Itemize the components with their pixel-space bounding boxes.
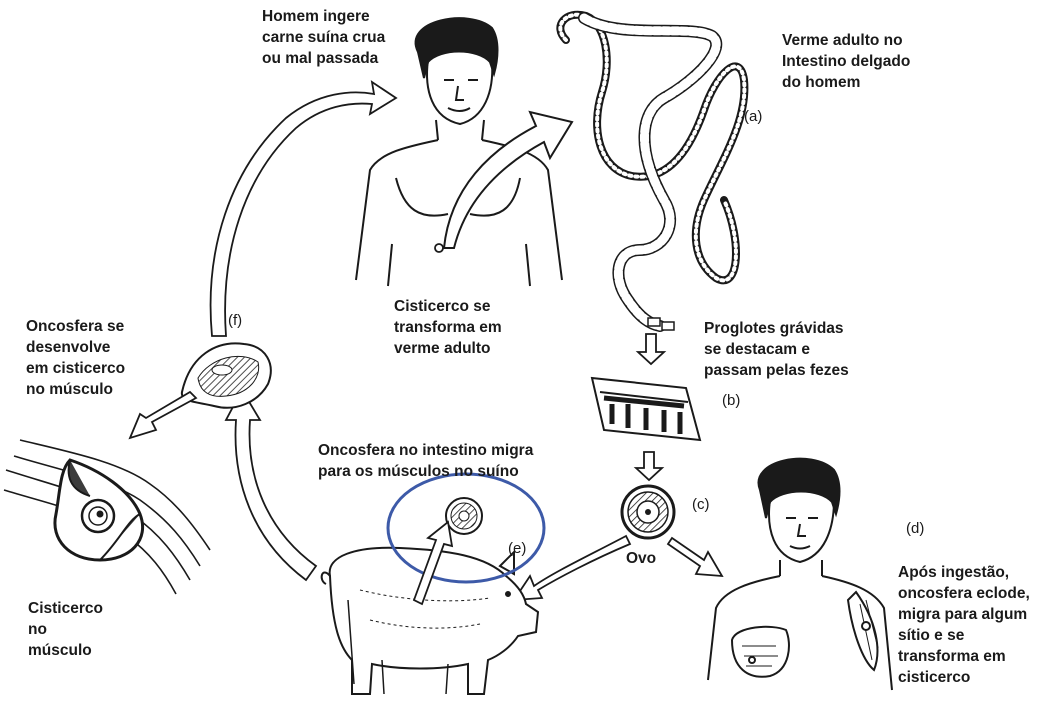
label-oncosphere-migrates: Oncosfera no intestino migra para os mús… [318, 440, 533, 482]
label-adult-worm-intestine: Verme adulto no Intestino delgado do hom… [782, 30, 910, 93]
label-egg: Ovo [626, 548, 656, 569]
stage-tag-f: (f) [228, 312, 242, 329]
cysticercus-dot [435, 244, 443, 252]
label-after-ingestion: Após ingestão, oncosfera eclode, migra p… [898, 562, 1030, 688]
label-cysticercus-in-muscle: Cisticerco no músculo [28, 598, 103, 661]
cysticercus-in-muscle [4, 440, 210, 594]
egg-illustration [622, 486, 674, 538]
arrow-to-proglottids [638, 334, 664, 364]
human-bottom-figure [708, 459, 892, 690]
oncosphere-cyst [446, 498, 482, 534]
arrow-meat-to-human [211, 82, 396, 336]
stage-tag-e: (e) [508, 540, 526, 557]
adult-tapeworm [560, 15, 744, 330]
arrow-to-egg [636, 452, 662, 480]
gravid-proglottid [592, 378, 700, 440]
arrow-egg-to-human [668, 538, 722, 576]
label-oncosphere-develops: Oncosfera se desenvolve em cisticerco no… [26, 316, 125, 400]
label-gravid-proglottids: Proglotes grávidas se destacam e passam … [704, 318, 849, 381]
stage-tag-d: (d) [906, 520, 924, 537]
arrow-to-adult-worm [444, 112, 572, 248]
stage-tag-b: (b) [722, 392, 740, 409]
arrow-meat-to-cysticercus [130, 392, 196, 438]
stage-tag-c: (c) [692, 496, 710, 513]
human-top-figure [356, 18, 562, 286]
arrow-egg-to-pig [514, 536, 630, 600]
label-human-eats-pork: Homem ingere carne suína crua ou mal pas… [262, 6, 385, 69]
arrow-pig-to-meat [226, 390, 316, 580]
stage-tag-a: (a) [744, 108, 762, 125]
label-cysticercus-becomes-worm: Cisticerco se transforma em verme adulto [394, 296, 502, 359]
